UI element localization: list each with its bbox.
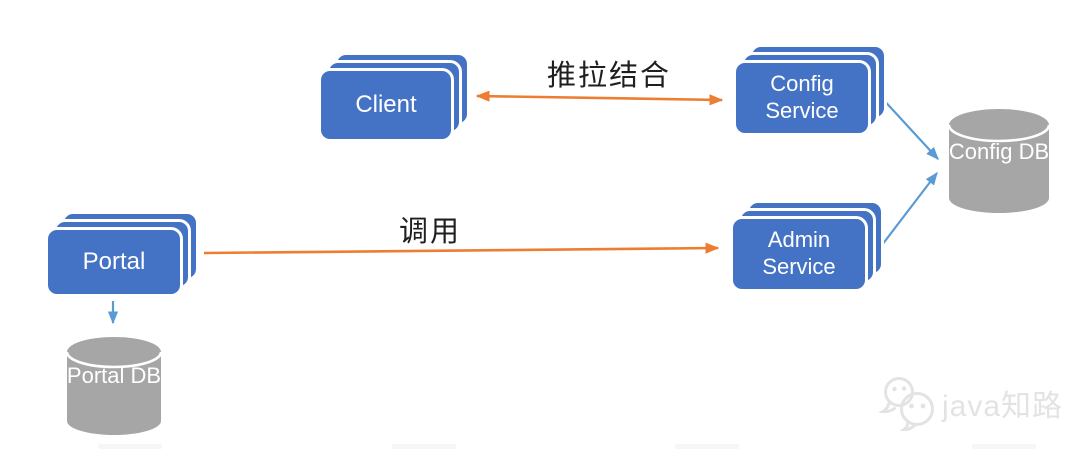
wechat-icon <box>878 377 934 432</box>
database-cylinder-shape <box>948 109 1050 213</box>
node-config-db: Config DB <box>948 108 1050 214</box>
node-portal-db: Portal DB <box>66 336 162 436</box>
watermark-text: java知路 <box>942 390 1064 423</box>
edge-label-push-pull: 推拉结合 <box>546 60 671 92</box>
node-config-service-label: Config Service <box>765 71 839 123</box>
node-portal: Portal <box>45 211 215 297</box>
node-client-label: Client <box>355 91 417 119</box>
edge-config-service-config-db <box>879 95 939 160</box>
node-admin-service: Admin Service <box>730 200 900 292</box>
stack-layer-front: Client <box>318 68 454 142</box>
node-admin-service-label: Admin Service <box>762 227 836 279</box>
node-config-service: Config Service <box>733 44 903 136</box>
node-config-db-label: Config DB <box>948 139 1050 164</box>
watermark: java知路 <box>878 374 1063 432</box>
edge-admin-service-config-db <box>881 171 938 246</box>
stack-layer-front: Admin Service <box>730 216 868 292</box>
node-client: Client <box>318 52 486 142</box>
stack-layer-front: Config Service <box>733 60 871 136</box>
node-portal-db-label: Portal DB <box>66 363 162 388</box>
bottom-dash <box>392 444 456 449</box>
database-cylinder-shape <box>66 337 162 435</box>
bottom-dash <box>675 444 739 449</box>
stack-layer-front: Portal <box>45 227 183 297</box>
node-portal-label: Portal <box>82 248 146 276</box>
edge-label-invoke: 调用 <box>398 216 461 248</box>
edge-portal-admin-service <box>203 242 720 255</box>
bottom-dash <box>98 444 162 449</box>
bottom-dash <box>972 444 1036 449</box>
edge-client-config-service <box>475 90 724 106</box>
